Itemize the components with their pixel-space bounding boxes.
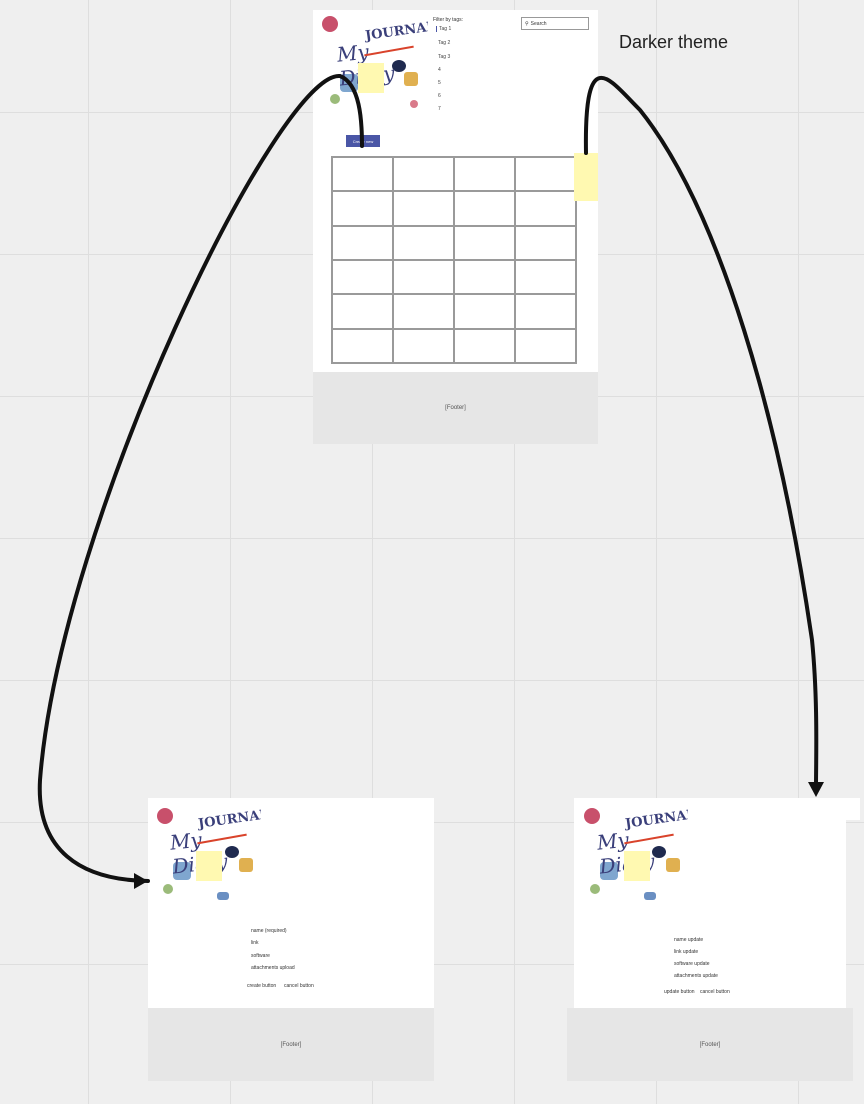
flower-doodle bbox=[322, 16, 338, 32]
arrowhead-icon bbox=[808, 782, 824, 797]
table-row bbox=[331, 258, 577, 296]
table-cell[interactable] bbox=[453, 190, 516, 227]
tag-item[interactable]: Tag 3 bbox=[438, 54, 451, 60]
flower-doodle bbox=[584, 808, 600, 824]
sticky-note bbox=[624, 851, 650, 881]
table-cell[interactable] bbox=[331, 190, 394, 227]
darker-theme-note: Darker theme bbox=[619, 32, 729, 52]
book-doodle bbox=[239, 858, 253, 872]
tag-item[interactable]: 6 bbox=[438, 93, 441, 99]
attachments-upload-field[interactable]: attachments upload bbox=[251, 965, 295, 971]
entries-table bbox=[331, 155, 577, 365]
tag-item[interactable]: Tag 2 bbox=[438, 40, 451, 46]
table-cell[interactable] bbox=[331, 224, 394, 261]
table-cell[interactable] bbox=[514, 224, 577, 261]
table-cell[interactable] bbox=[514, 293, 577, 330]
name-update-field[interactable]: name update bbox=[674, 937, 704, 943]
pencil-doodle bbox=[600, 862, 618, 880]
flower-doodle bbox=[157, 808, 173, 824]
table-cell[interactable] bbox=[514, 327, 577, 365]
sticky-note bbox=[358, 63, 384, 93]
create-button[interactable]: create button bbox=[247, 983, 277, 989]
software-field[interactable]: software bbox=[251, 953, 270, 959]
connector-arrow-to-update bbox=[583, 76, 819, 788]
table-row bbox=[331, 224, 577, 261]
table-cell[interactable] bbox=[514, 258, 577, 296]
table-cell[interactable] bbox=[453, 155, 516, 193]
table-row bbox=[331, 155, 577, 193]
create-footer: [Footer] bbox=[148, 1008, 434, 1081]
table-cell[interactable] bbox=[331, 258, 394, 296]
cancel-button[interactable]: cancel button bbox=[700, 989, 730, 995]
tag-item[interactable]: 7 bbox=[438, 106, 441, 112]
table-cell[interactable] bbox=[331, 327, 394, 365]
search-input[interactable]: ⚲ Search bbox=[521, 17, 589, 30]
book-doodle bbox=[404, 72, 418, 86]
heart-doodle bbox=[410, 100, 418, 108]
table-cell[interactable] bbox=[331, 155, 394, 193]
search-icon: ⚲ bbox=[525, 20, 529, 27]
journal-logo: JOURNAL My Diary bbox=[153, 802, 261, 908]
table-cell[interactable] bbox=[392, 327, 455, 365]
table-cell[interactable] bbox=[331, 293, 394, 330]
car-doodle bbox=[217, 892, 229, 900]
update-footer: [Footer] bbox=[567, 1008, 853, 1081]
table-cell[interactable] bbox=[392, 224, 455, 261]
attachments-update-field[interactable]: attachments update bbox=[674, 973, 718, 979]
table-cell[interactable] bbox=[392, 258, 455, 296]
table-cell[interactable] bbox=[453, 293, 516, 330]
table-cell[interactable] bbox=[392, 190, 455, 227]
blob-doodle bbox=[392, 60, 406, 72]
book-doodle bbox=[666, 858, 680, 872]
table-row bbox=[331, 190, 577, 227]
name-field[interactable]: name (required) bbox=[251, 928, 287, 934]
table-cell[interactable] bbox=[514, 155, 577, 193]
filter-label: Filter by tags: bbox=[433, 17, 464, 23]
update-button[interactable]: update button bbox=[664, 989, 695, 995]
journal-logo: JOURNAL My Diary bbox=[580, 802, 688, 908]
table-cell[interactable] bbox=[453, 327, 516, 365]
table-cell[interactable] bbox=[453, 224, 516, 261]
table-cell[interactable] bbox=[453, 258, 516, 296]
table-cell[interactable] bbox=[392, 155, 455, 193]
leaf-doodle bbox=[330, 94, 340, 104]
main-footer: [Footer] bbox=[313, 372, 598, 444]
tag-item[interactable]: 4 bbox=[438, 67, 441, 73]
link-field[interactable]: link bbox=[251, 940, 259, 946]
tag-item[interactable]: 5 bbox=[438, 80, 441, 86]
table-row bbox=[331, 327, 577, 365]
blob-doodle bbox=[225, 846, 239, 858]
sticky-note bbox=[574, 153, 598, 201]
connector-arrow-to-create bbox=[37, 73, 364, 883]
table-row bbox=[331, 293, 577, 330]
leaf-doodle bbox=[163, 884, 173, 894]
tag-item[interactable]: Tag 1 bbox=[436, 26, 451, 32]
table-cell[interactable] bbox=[514, 190, 577, 227]
car-doodle bbox=[644, 892, 656, 900]
software-update-field[interactable]: software update bbox=[674, 961, 710, 967]
search-placeholder: Search bbox=[530, 20, 547, 27]
arrowhead-icon bbox=[134, 873, 148, 889]
link-update-field[interactable]: link update bbox=[674, 949, 699, 955]
cancel-button[interactable]: cancel button bbox=[284, 983, 314, 989]
sticky-note bbox=[196, 851, 222, 881]
update-frame-top-strip bbox=[820, 798, 860, 820]
blob-doodle bbox=[652, 846, 666, 858]
leaf-doodle bbox=[590, 884, 600, 894]
table-cell[interactable] bbox=[392, 293, 455, 330]
pencil-doodle bbox=[173, 862, 191, 880]
